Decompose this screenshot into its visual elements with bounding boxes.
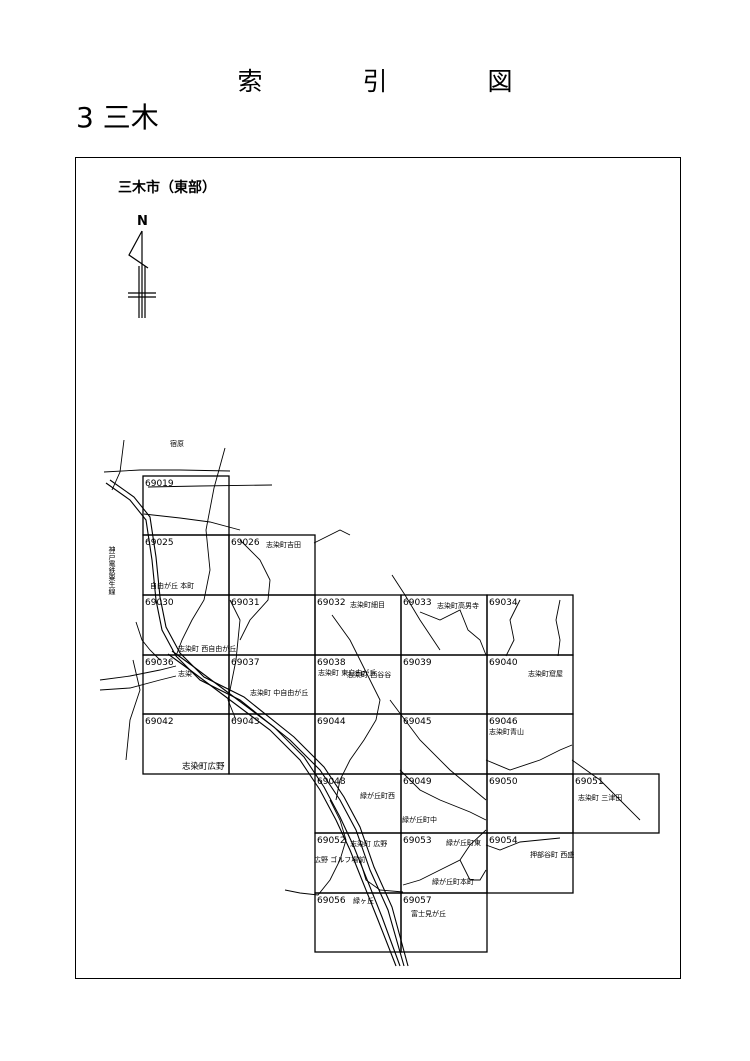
place-label: 緑が丘町本町 — [432, 877, 474, 886]
place-label: 押部谷町 西盛 — [530, 850, 574, 859]
place-label: 志染町 西自由が丘 — [178, 644, 236, 653]
north-label: N — [137, 214, 148, 229]
place-label: 自由が丘 本町 — [150, 581, 194, 590]
place-label: 志染町吉田 — [266, 540, 301, 549]
place-label: 富士見が丘 — [411, 909, 446, 918]
grid-code: 69026 — [231, 538, 260, 548]
grid-code: 69057 — [403, 896, 432, 906]
grid-code: 69019 — [145, 479, 174, 489]
place-label: 志染 — [178, 669, 192, 678]
section-title: 3 三木 — [76, 101, 159, 134]
place-label: 広野 ゴルフ場前 — [314, 855, 365, 864]
place-label: 志染町 東自由が丘 — [318, 668, 376, 677]
north-arrow-icon: N — [128, 214, 156, 318]
grid-code: 69056 — [317, 896, 346, 906]
map-frame — [75, 157, 681, 979]
place-label: 緑が丘町中 — [402, 815, 437, 824]
place-label: 志染町広野 — [182, 761, 225, 772]
place-label: 緑が丘町西 — [360, 791, 395, 800]
place-label: 志染町 中自由が丘 — [250, 688, 308, 697]
place-label: 志染町 三津田 — [578, 793, 622, 802]
place-label: 志染町 西谷谷 — [347, 670, 391, 679]
grid-code: 69045 — [403, 717, 432, 727]
grid-code: 69051 — [575, 777, 604, 787]
place-label: 志染町 広野 — [350, 839, 387, 848]
grid-code: 69042 — [145, 717, 174, 727]
place-label: 緑が丘町東 — [446, 838, 481, 847]
grid-code: 69038 — [317, 658, 346, 668]
grid-code: 69040 — [489, 658, 518, 668]
place-label: 緑ヶ丘 — [353, 896, 374, 905]
page-title-char-1: 索 — [237, 67, 263, 96]
grid-code: 69039 — [403, 658, 432, 668]
place-label: 志染町窟屋 — [528, 669, 563, 678]
grid-code: 69053 — [403, 836, 432, 846]
grid-codes: 69019 69025 69026 69030 69031 69032 6903… — [145, 479, 604, 906]
grid-code: 69048 — [317, 777, 346, 787]
grid-code: 69032 — [317, 598, 346, 608]
map-roads — [99, 439, 641, 896]
grid-code: 69043 — [231, 717, 260, 727]
grid-code: 69031 — [231, 598, 260, 608]
railway-label: 神戸電鉄粟生線 — [108, 545, 116, 595]
grid-code: 69030 — [145, 598, 174, 608]
index-grid — [142, 475, 660, 953]
grid-code: 69033 — [403, 598, 432, 608]
area-labels: 宿原 自由が丘 本町 志染町吉田 志染町 西自由が丘 志染町細目 志染町高男寺 … — [108, 439, 622, 918]
map-title: 三木市（東部） — [118, 179, 216, 196]
grid-code: 69052 — [317, 836, 346, 846]
grid-code: 69037 — [231, 658, 260, 668]
grid-code: 69050 — [489, 777, 518, 787]
grid-code: 69046 — [489, 717, 518, 727]
grid-code: 69054 — [489, 836, 518, 846]
page-title-char-2: 引 — [362, 67, 388, 96]
place-label: 志染町青山 — [489, 727, 524, 736]
grid-code: 69044 — [317, 717, 346, 727]
grid-code: 69036 — [145, 658, 174, 668]
grid-code: 69034 — [489, 598, 518, 608]
grid-code: 69025 — [145, 538, 174, 548]
page-title-char-3: 図 — [487, 67, 513, 96]
grid-code: 69049 — [403, 777, 432, 787]
place-label: 志染町高男寺 — [437, 601, 479, 610]
page-title: 索引図 — [0, 62, 750, 98]
place-label: 志染町細目 — [350, 600, 385, 609]
place-label: 宿原 — [170, 439, 184, 448]
